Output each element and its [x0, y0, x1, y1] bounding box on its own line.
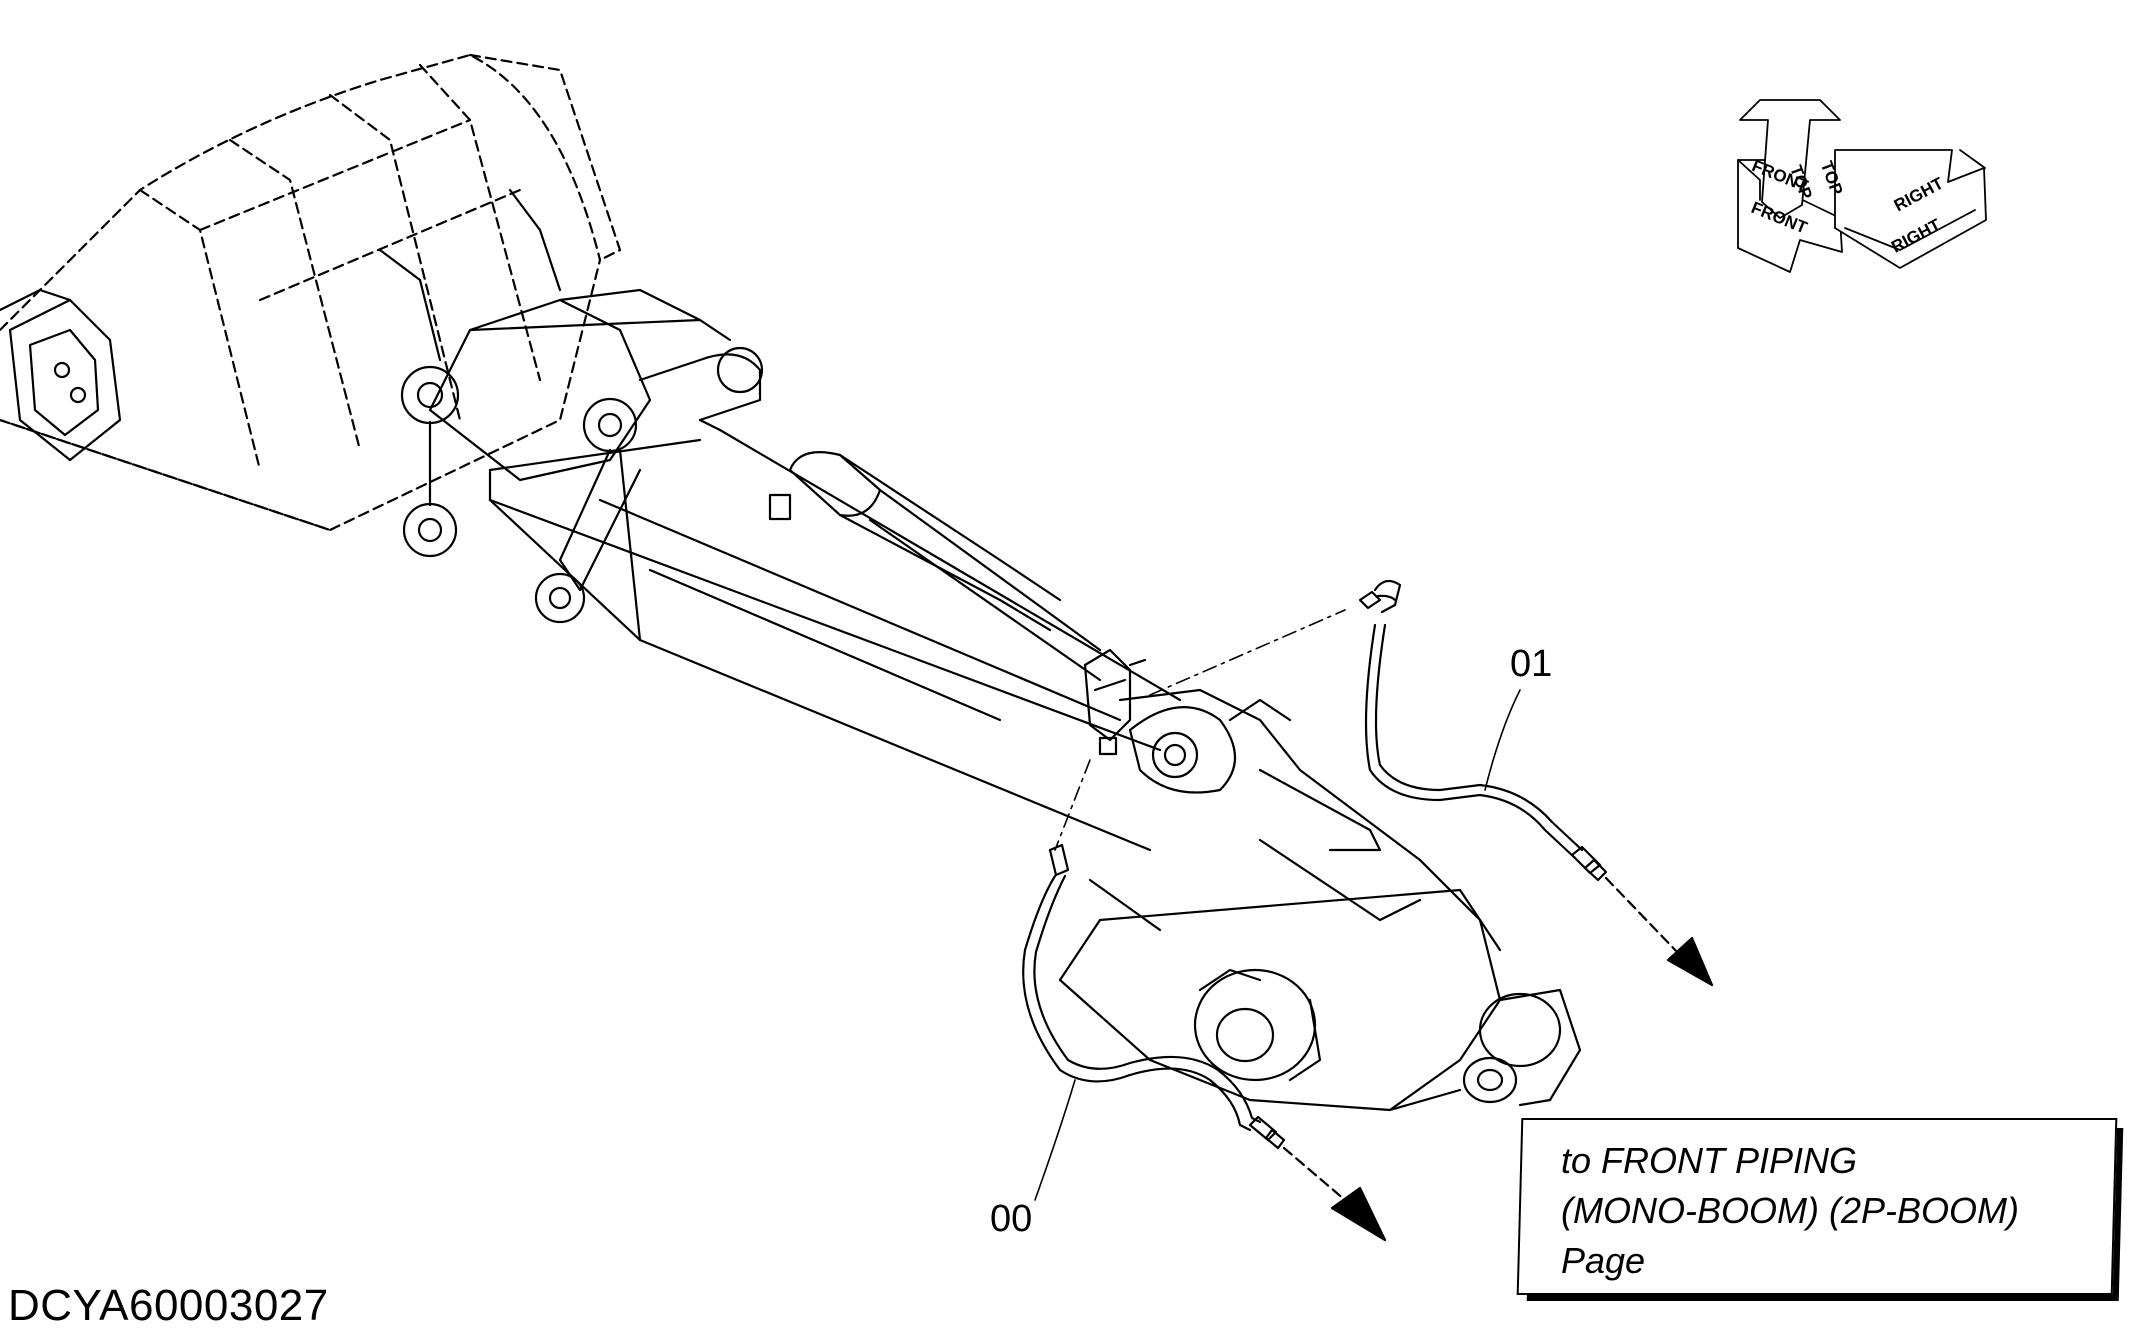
bucket-linkage: [378, 188, 764, 624]
pipe-clamp: [1083, 648, 1147, 756]
bucket-tooth-adapter: [0, 288, 122, 462]
callout-01: 01: [1510, 643, 1553, 685]
boom-foot-bracket: [1058, 688, 1502, 1112]
boom-foot-hub: [1193, 968, 1582, 1112]
leader-00: [1034, 1079, 1076, 1201]
reference-note-line3: Page: [1561, 1240, 1646, 1281]
flow-arrow-01: [1604, 876, 1714, 987]
reference-note-box[interactable]: to FRONT PIPING (MONO-BOOM) (2P-BOOM) Pa…: [1516, 1118, 2125, 1304]
assembly-guide-lines: [1054, 609, 1346, 851]
drawing-code: DCYA60003027: [8, 1281, 329, 1330]
bucket-cylinder: [768, 451, 1102, 682]
hose-00: [1022, 843, 1286, 1150]
reference-note-line1: to FRONT PIPING: [1561, 1140, 1858, 1181]
leader-01: [1484, 689, 1521, 791]
callout-00: 00: [990, 1198, 1033, 1240]
bucket-outline: [0, 53, 622, 532]
hose-01: [1358, 579, 1608, 882]
orientation-indicator-icon: [1737, 99, 1987, 273]
reference-note-line2: (MONO-BOOM) (2P-BOOM): [1561, 1190, 2019, 1231]
flow-arrow-00: [1282, 1146, 1387, 1242]
